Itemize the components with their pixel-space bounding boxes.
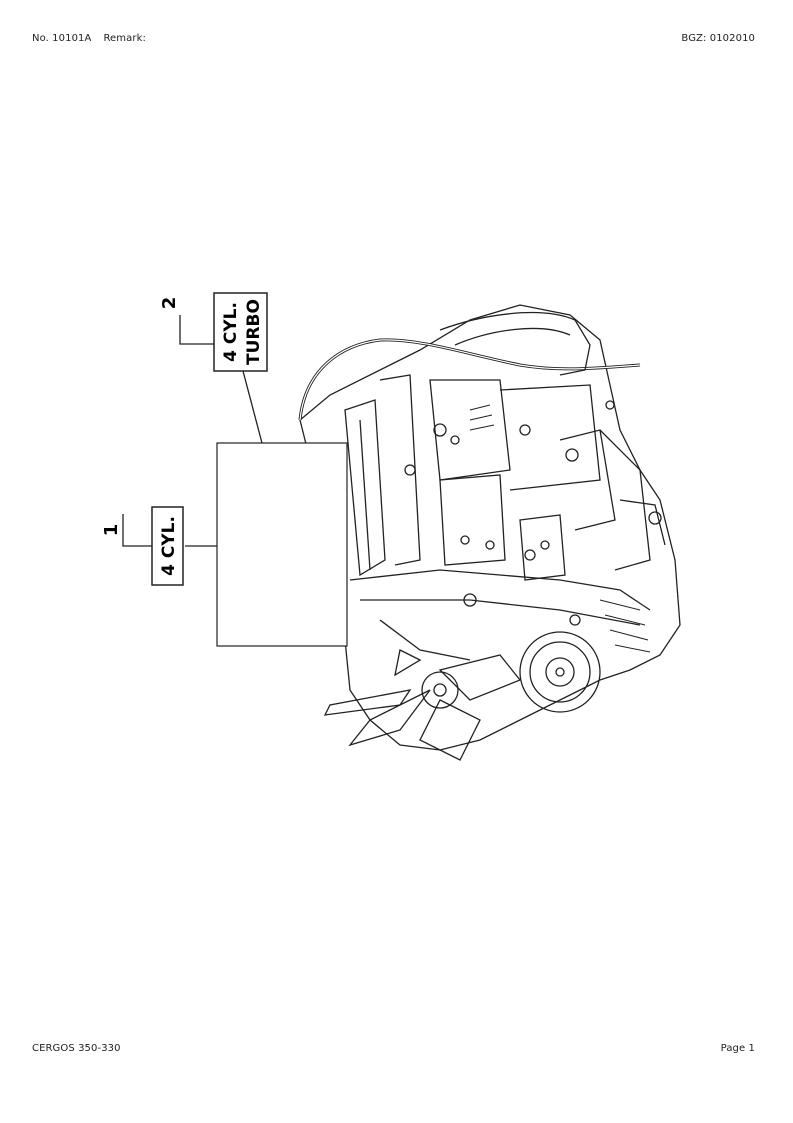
callout-box-1: [151, 506, 184, 586]
callout-2: 2 4 CYL. TURBO: [159, 292, 268, 372]
remark-label: Remark:: [103, 33, 146, 44]
callout-number-1: 1: [101, 524, 122, 537]
callout-label-2-line2: TURBO: [244, 299, 264, 365]
model-footer: CERGOS 350-330: [32, 1043, 121, 1054]
callout-label-1: 4 CYL.: [159, 516, 179, 576]
callout-box-2: [213, 292, 268, 372]
callout-label-2-line1: 4 CYL.: [221, 302, 241, 362]
blank-label-box: [216, 442, 348, 647]
callout-1: 1 4 CYL.: [101, 506, 184, 586]
document-number: No. 10101A: [32, 33, 92, 44]
document-number-header: No. 10101A Remark:: [32, 33, 146, 44]
page-number: Page 1: [720, 1043, 755, 1054]
leader-lines: [122, 315, 263, 547]
bgz-code: BGZ: 0102010: [681, 33, 755, 44]
engine-illustration: [298, 304, 681, 761]
callout-number-2: 2: [159, 297, 180, 310]
